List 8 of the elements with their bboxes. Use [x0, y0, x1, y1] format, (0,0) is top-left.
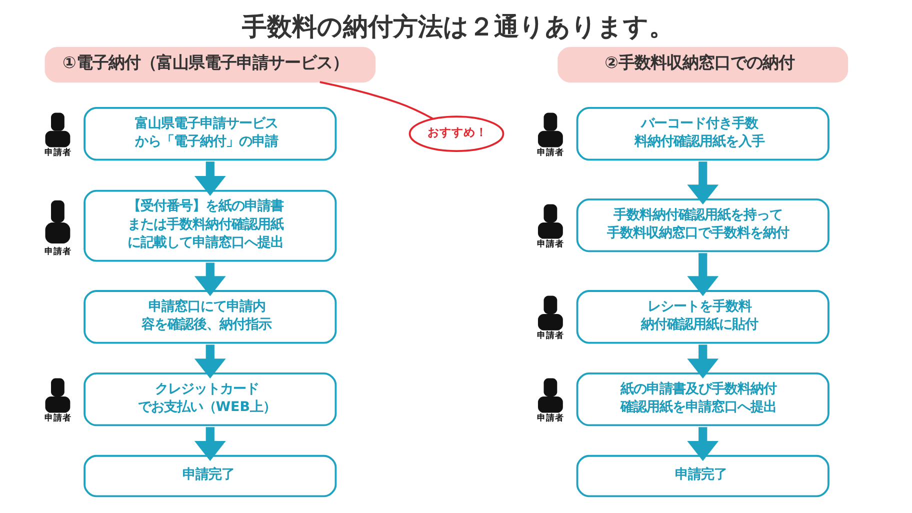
- node-label: 申請者: [536, 148, 564, 158]
- node-label: 申請者: [536, 331, 564, 342]
- node-label: 申請者: [44, 148, 71, 158]
- node-label: 申請者: [44, 246, 71, 257]
- diagram-title: 手数料の納付方法は２通りあります。: [242, 12, 674, 41]
- node-label: 申請者: [536, 240, 564, 250]
- node-label: 申請者: [44, 414, 71, 424]
- node-label: 申請者: [536, 414, 564, 424]
